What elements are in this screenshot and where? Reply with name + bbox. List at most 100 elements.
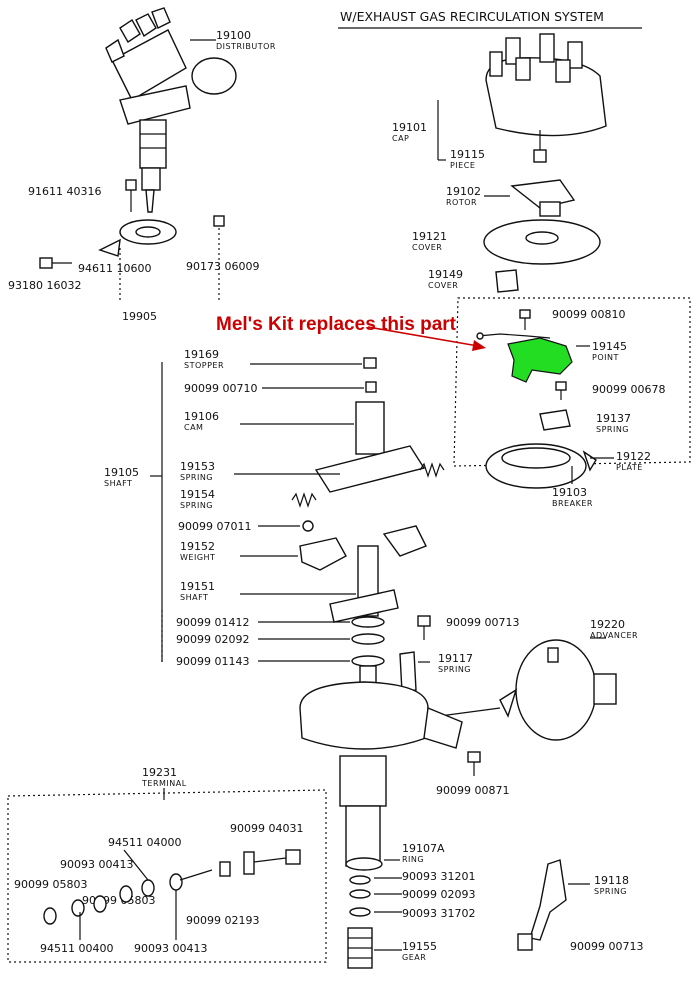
label-19122-sub: PLATE (616, 463, 643, 472)
screw-00810-drawing (519, 309, 531, 330)
label-94511-00400: 94511 00400 (40, 942, 113, 955)
label-19121-num: 19121 (412, 230, 447, 243)
label-19137-num: 19137 (596, 412, 631, 425)
label-90099-07011: 90099 07011 (178, 520, 251, 533)
label-90099-05803-a: 90099 05803 (14, 878, 87, 891)
label-19103-num: 19103 (552, 486, 587, 499)
callout-arrow-line (367, 326, 479, 347)
spring-19117-drawing (399, 651, 417, 693)
label-19220-sub: ADVANCER (590, 631, 638, 640)
label-19169-num: 19169 (184, 348, 219, 361)
distributor-cap-drawing (485, 33, 607, 163)
label-90099-00713-a: 90099 00713 (446, 616, 519, 629)
label-19102-num: 19102 (446, 185, 481, 198)
screw-00713-drawing (417, 615, 431, 640)
label-19103-sub: BREAKER (552, 499, 593, 508)
spring-19118-drawing (517, 859, 590, 951)
spring-19137-drawing (539, 409, 571, 431)
shaft-19151-drawing (240, 545, 399, 623)
label-19105-sub: SHAFT (104, 479, 132, 488)
label-90099-00871: 90099 00871 (436, 784, 509, 797)
label-19231-sub: TERMINAL (141, 779, 187, 788)
label-19154-num: 19154 (180, 488, 215, 501)
breaker-group-box (453, 297, 691, 467)
label-19118-sub: SPRING (594, 887, 627, 896)
screw-00678-drawing (555, 381, 567, 400)
diagram-header: W/EXHAUST GAS RECIRCULATION SYSTEM (340, 9, 604, 24)
label-19231-num: 19231 (142, 766, 177, 779)
label-90099-00710: 90099 00710 (184, 382, 257, 395)
label-19154-sub: SPRING (180, 501, 213, 510)
label-19101-num: 19101 (392, 121, 427, 134)
advancer-drawing (439, 639, 617, 741)
terminal-hardware-drawing (43, 849, 301, 940)
screw-00710-drawing (365, 381, 377, 393)
label-19152-num: 19152 (180, 540, 215, 553)
label-94511-04000: 94511 04000 (108, 836, 181, 849)
label-90099-05803-b: 90099 05803 (82, 894, 155, 907)
label-19149-num: 19149 (428, 268, 463, 281)
small-bolt-drawing (39, 215, 225, 269)
label-19153-num: 19153 (180, 460, 215, 473)
clamp-drawing (98, 219, 177, 257)
label-90099-04031: 90099 04031 (230, 822, 303, 835)
label-19151-num: 19151 (180, 580, 215, 593)
label-19152-sub: WEIGHT (180, 553, 215, 562)
terminal-group-box (7, 789, 327, 963)
label-90099-01143: 90099 01143 (176, 655, 249, 668)
label-19905: 19905 (122, 310, 157, 323)
label-19122-num: 19122 (616, 450, 651, 463)
label-90099-01412: 90099 01412 (176, 616, 249, 629)
label-90173-06009: 90173 06009 (186, 260, 259, 273)
cover-disc-drawing (483, 219, 601, 265)
label-19155-num: 19155 (402, 940, 437, 953)
label-19100-sub: DISTRIBUTOR (216, 42, 276, 51)
screw-00871-drawing (467, 751, 481, 776)
label-19117-sub: SPRING (438, 665, 471, 674)
label-93180-16032: 93180 16032 (8, 279, 81, 292)
label-19115-num: 19115 (450, 148, 485, 161)
label-19137-sub: SPRING (596, 425, 629, 434)
small-cover-drawing (495, 269, 519, 293)
label-19102-sub: ROTOR (446, 198, 477, 207)
weight-drawing (240, 525, 427, 571)
label-19107a-sub: RING (402, 855, 424, 864)
label-19105-num: 19105 (104, 466, 139, 479)
label-90093-00413-b: 90093 00413 (134, 942, 207, 955)
label-19149-sub: COVER (428, 281, 458, 290)
spring-19154-drawing (291, 492, 317, 508)
lower-shaft-parts-drawing (345, 857, 383, 969)
label-19106-sub: CAM (184, 423, 203, 432)
label-19101-sub: CAP (392, 134, 409, 143)
label-19153-sub: SPRING (180, 473, 213, 482)
label-90099-00678: 90099 00678 (592, 383, 665, 396)
label-19151-sub: SHAFT (180, 593, 208, 602)
label-19220-num: 19220 (590, 618, 625, 631)
label-91611-40316: 91611 40316 (28, 185, 101, 198)
spring-19153-drawing (419, 462, 445, 478)
label-19145-num: 19145 (592, 340, 627, 353)
distributor-housing-drawing (299, 681, 463, 867)
label-90099-00810: 90099 00810 (552, 308, 625, 321)
bolt-drawing (125, 179, 137, 212)
callout-text: Mel's Kit replaces this part (216, 314, 457, 335)
label-19106-num: 19106 (184, 410, 219, 423)
distributor-assembly-drawing (105, 7, 237, 213)
label-19169-sub: STOPPER (184, 361, 224, 370)
label-94611-10600: 94611 10600 (78, 262, 151, 275)
label-19145-sub: POINT (592, 353, 619, 362)
label-19155-sub: GEAR (402, 953, 426, 962)
callout-arrowhead (472, 340, 486, 351)
rotor-drawing (510, 179, 576, 217)
label-19115-sub: PIECE (450, 161, 475, 170)
plate-19122-drawing (485, 443, 597, 489)
highlighted-point-part (507, 337, 573, 383)
label-19118-num: 19118 (594, 874, 629, 887)
label-90099-00713-b: 90099 00713 (570, 940, 643, 953)
label-19121-sub: COVER (412, 243, 442, 252)
label-19117-num: 19117 (438, 652, 473, 665)
label-90093-31201: 90093 31201 (402, 870, 475, 883)
label-90099-02092: 90099 02092 (176, 633, 249, 646)
